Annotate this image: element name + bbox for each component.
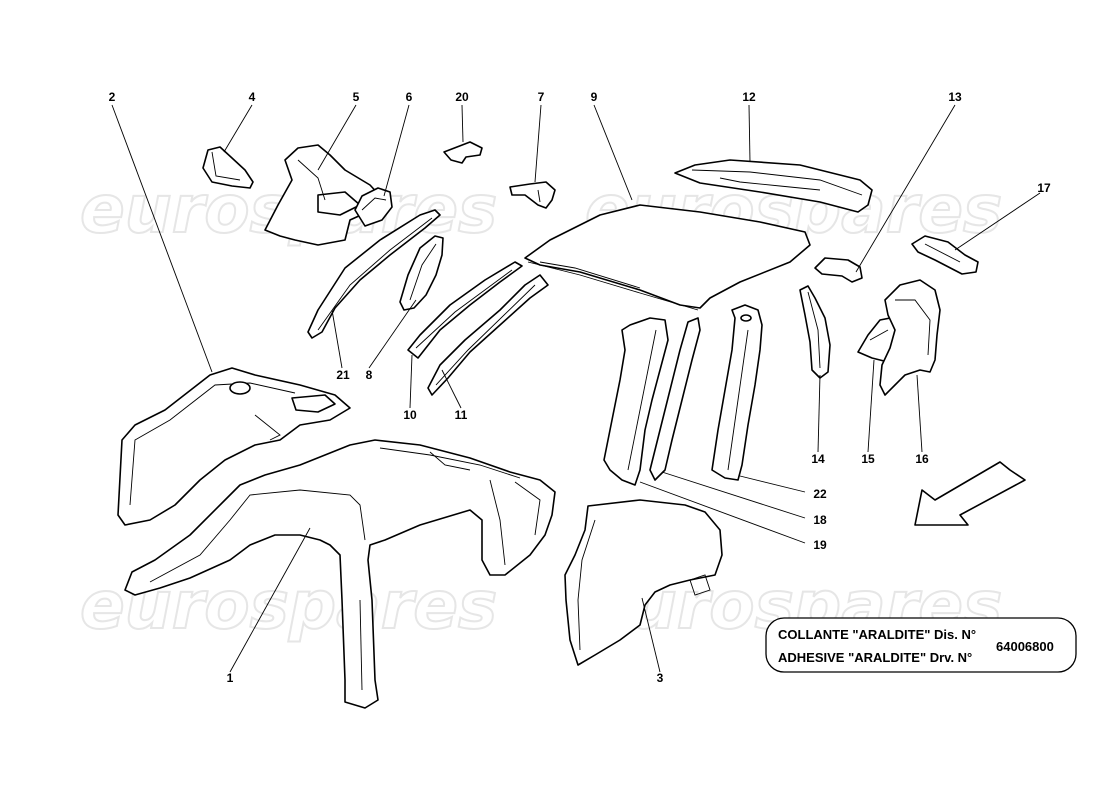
- leader-lines: [111, 104, 1041, 673]
- callout-5: 5: [353, 90, 360, 104]
- callout-18: 18: [813, 513, 827, 527]
- part-5-inner-quarter: [264, 144, 383, 246]
- part-6-filler-cap: [354, 187, 393, 227]
- callout-3: 3: [657, 671, 664, 685]
- callout-19: 19: [813, 538, 827, 552]
- part-7-bracket: [509, 181, 556, 209]
- callout-8: 8: [366, 368, 373, 382]
- part-17-bracket: [911, 235, 979, 275]
- part-16-wheelarch-panel: [879, 279, 941, 396]
- note-part-number: 64006800: [996, 639, 1054, 654]
- part-18-pillar-trim: [649, 317, 701, 481]
- callout-14: 14: [811, 452, 825, 466]
- direction-arrow: [914, 461, 1026, 526]
- callout-17: 17: [1037, 181, 1051, 195]
- part-12-rear-header: [674, 159, 873, 213]
- callout-22: 22: [813, 487, 827, 501]
- part-19-b-pillar: [603, 317, 669, 486]
- part-21-a-pillar-trim: [307, 209, 441, 339]
- callout-16: 16: [915, 452, 929, 466]
- callout-11: 11: [455, 408, 468, 422]
- part-20-small-clip: [443, 141, 483, 164]
- watermarks: eurospares eurospares eurospares eurospa…: [79, 170, 1003, 645]
- part-10-roof-rail: [407, 261, 523, 359]
- part-13-bracket: [814, 257, 863, 283]
- callout-20: 20: [455, 90, 469, 104]
- callout-6: 6: [406, 90, 413, 104]
- callout-7: 7: [538, 90, 545, 104]
- callout-4: 4: [249, 90, 256, 104]
- part-4-bracket: [202, 146, 254, 189]
- callout-15: 15: [861, 452, 875, 466]
- callout-2: 2: [109, 90, 116, 104]
- callout-21: 21: [336, 368, 350, 382]
- part-22-pillar: [711, 304, 763, 481]
- part-9-roof-panel: [524, 204, 811, 311]
- callout-labels: 1 2 3 4 5 6 7 8 9 10 11 12 13 14 15 16 1…: [109, 90, 1051, 685]
- part-3-front-fender: [564, 499, 723, 666]
- part-11-roof-rail: [427, 274, 549, 396]
- part-14-trim: [799, 285, 831, 379]
- part-2-rear-quarter-panel: [117, 367, 351, 526]
- callout-12: 12: [742, 90, 756, 104]
- callout-13: 13: [948, 90, 962, 104]
- part-1-body-shell: [124, 439, 556, 709]
- adhesive-note-box: COLLANTE "ARALDITE" Dis. N° ADHESIVE "AR…: [765, 617, 1077, 673]
- note-line-1: COLLANTE "ARALDITE" Dis. N°: [778, 627, 976, 642]
- callout-9: 9: [591, 90, 598, 104]
- callout-1: 1: [227, 671, 234, 685]
- note-line-2: ADHESIVE "ARALDITE" Drv. N°: [778, 650, 972, 665]
- part-8-pillar-trim: [399, 235, 444, 311]
- callout-10: 10: [403, 408, 417, 422]
